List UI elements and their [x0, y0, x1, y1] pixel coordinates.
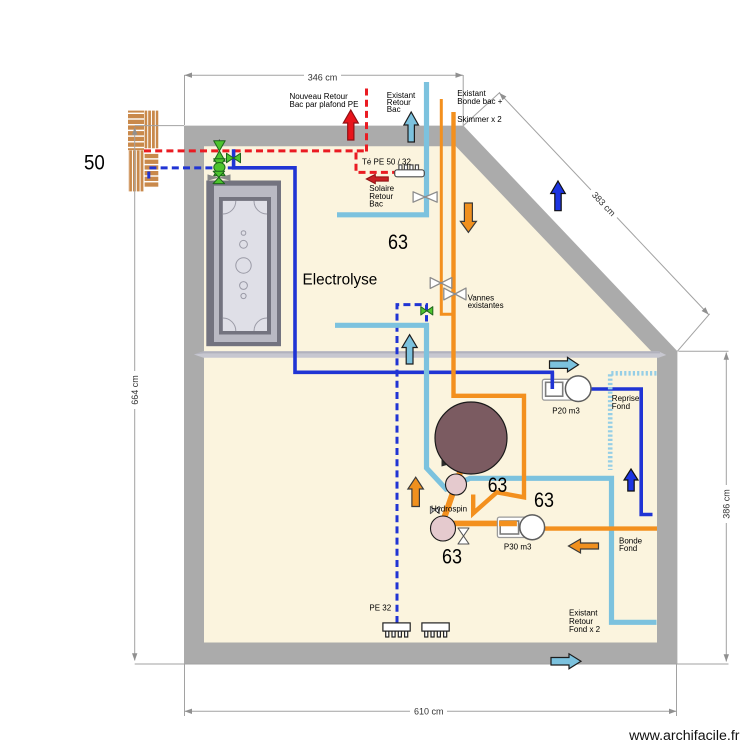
svg-text:Retour: Retour: [569, 617, 593, 626]
svg-text:Existant: Existant: [387, 91, 416, 100]
svg-text:P20 m3: P20 m3: [552, 407, 580, 416]
svg-text:Bac: Bac: [369, 200, 383, 209]
svg-text:Retour: Retour: [387, 98, 411, 107]
svg-text:610 cm: 610 cm: [414, 707, 444, 717]
svg-text:Fond x 2: Fond x 2: [569, 625, 601, 634]
svg-text:Nouveau Retour: Nouveau Retour: [290, 92, 349, 101]
svg-text:386 cm: 386 cm: [722, 489, 732, 519]
svg-text:Skimmer x 2: Skimmer x 2: [457, 115, 502, 124]
svg-text:Existant: Existant: [457, 89, 486, 98]
svg-text:63: 63: [442, 545, 462, 569]
svg-text:Bonde bac +: Bonde bac +: [457, 97, 502, 106]
svg-text:Té PE 50 / 32: Té PE 50 / 32: [362, 157, 411, 166]
svg-text:Vannes: Vannes: [468, 294, 495, 303]
svg-text:Bac: Bac: [387, 105, 401, 114]
svg-text:Fond: Fond: [619, 544, 637, 553]
svg-text:63: 63: [488, 473, 508, 497]
svg-text:Fond: Fond: [612, 402, 630, 411]
svg-text:63: 63: [534, 488, 554, 512]
svg-text:Bac par plafond PE: Bac par plafond PE: [290, 100, 359, 109]
svg-text:664 cm: 664 cm: [130, 375, 140, 405]
svg-text:Hydrospin: Hydrospin: [431, 504, 467, 513]
svg-text:63: 63: [388, 230, 408, 254]
svg-text:PE 32: PE 32: [369, 603, 391, 612]
svg-text:Retour: Retour: [369, 192, 393, 201]
svg-text:Existant: Existant: [569, 609, 598, 618]
svg-text:Solaire: Solaire: [369, 184, 394, 193]
svg-text:www.archifacile.fr: www.archifacile.fr: [628, 728, 740, 744]
svg-text:P30 m3: P30 m3: [504, 542, 532, 551]
svg-text:existantes: existantes: [468, 301, 504, 310]
svg-text:Reprise: Reprise: [612, 394, 640, 403]
svg-text:346 cm: 346 cm: [308, 72, 338, 82]
svg-text:Electrolyse: Electrolyse: [303, 271, 378, 288]
svg-text:50: 50: [84, 151, 105, 175]
svg-text:Bonde: Bonde: [619, 536, 643, 545]
